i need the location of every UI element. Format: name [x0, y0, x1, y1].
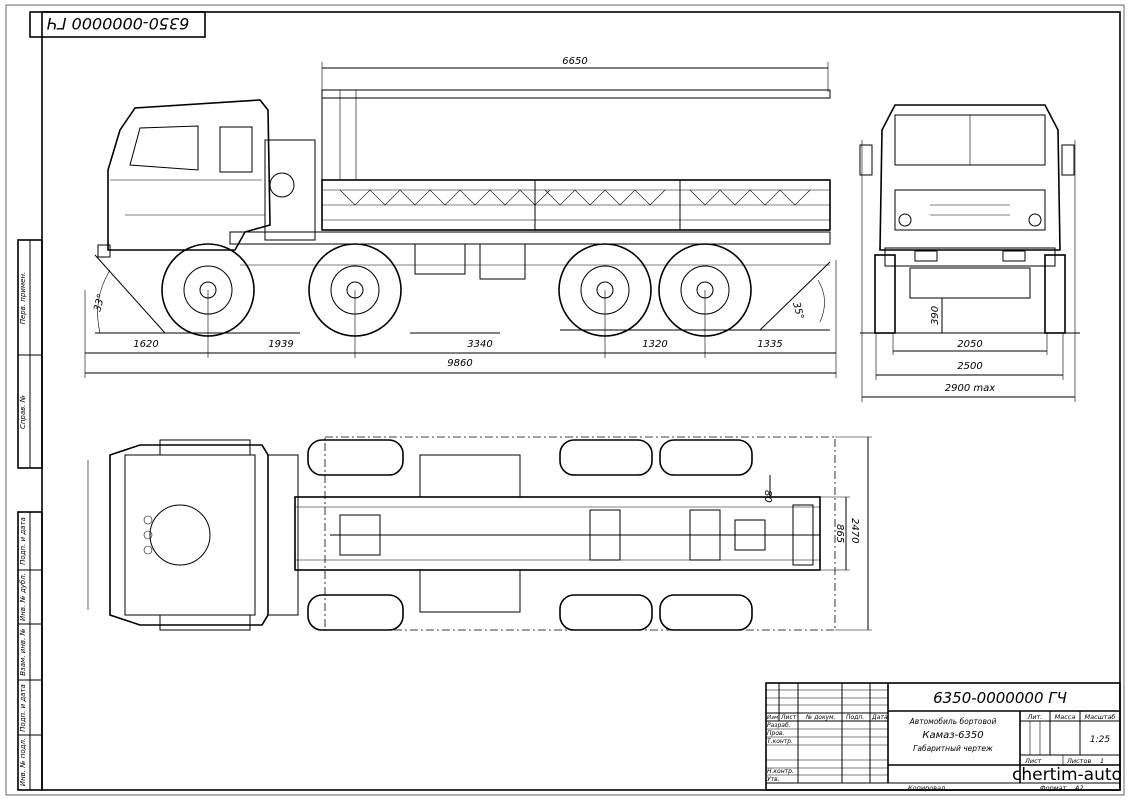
air-filter — [269, 172, 295, 198]
front-tire-right — [1044, 254, 1066, 334]
tires-plan — [159, 439, 753, 631]
sheets-value: 1 — [1100, 757, 1104, 765]
strip-label-dup-inv: Инв. № дубл. — [19, 573, 27, 621]
cab-door-window — [129, 125, 199, 171]
role-checker: Пров. — [767, 730, 785, 737]
header-list: Лист — [780, 714, 797, 721]
name-line-3: Габаритный чертеж — [913, 744, 993, 753]
dim-segment-2: 1939 — [268, 339, 293, 350]
front-view: 390 2050 2500 2900 max — [859, 104, 1080, 402]
tow-hitch — [792, 504, 814, 566]
header-doc-no: № докум. — [805, 714, 836, 721]
format-value: А2 — [1074, 784, 1084, 792]
name-line-2: Камаз-6350 — [922, 730, 983, 741]
dim-segment-5: 1335 — [757, 339, 782, 350]
front-cab-outline — [879, 104, 1061, 251]
front-tire-left — [874, 254, 896, 334]
header-sign: Подп. — [846, 714, 864, 721]
cab-roof — [124, 454, 256, 616]
dim-ground-clearance: 390 — [930, 306, 941, 325]
sheets-label: Листов — [1066, 757, 1091, 765]
role-developer: Разраб. — [767, 722, 791, 729]
dim-width: 2500 — [957, 361, 982, 372]
frame-rail — [229, 231, 831, 245]
fuel-tank-plan — [419, 454, 521, 498]
title-block: Изм. Лист № докум. Подп. Дата Разраб. Пр… — [765, 682, 1122, 792]
front-bumper-view — [884, 247, 1056, 267]
grille — [894, 189, 1046, 231]
role-norm-control: Н.контр. — [767, 768, 794, 775]
roof-hatch — [149, 504, 211, 566]
strip-label-orig-inv: Инв. № подл. — [19, 738, 27, 786]
role-tech-control: Т.контр. — [767, 738, 793, 745]
dimension-chain: 1620 1939 3340 1320 1335 9860 — [84, 260, 837, 378]
cab-plan-outline — [109, 444, 269, 626]
header-izm: Изм. — [767, 715, 780, 721]
strip-label-replace-inv: Взам. инв. № — [19, 628, 27, 676]
stamp-code: 6350-0000000 ГЧ — [47, 14, 190, 33]
cab-rear-window — [219, 126, 253, 173]
designation: 6350-0000000 ГЧ — [933, 689, 1067, 707]
battery-box — [479, 243, 526, 280]
dim-frame-width: 865 — [834, 524, 845, 543]
dimension-6650: 6650 — [321, 56, 829, 92]
scale-label: Масштаб — [1085, 713, 1116, 721]
strip-label-sign-date: Подп. и дата — [19, 517, 27, 565]
dim-segment-4: 1320 — [642, 339, 667, 350]
frame-plan — [294, 496, 821, 571]
dimension-80: 80 — [762, 475, 773, 503]
dim-max-width: 2900 max — [945, 383, 995, 394]
fuel-tank — [414, 243, 466, 275]
approach-angle: 33° — [92, 293, 107, 313]
strip-label-sign-date-2: Подп. и дата — [19, 684, 27, 732]
dim-overall-width: 2470 — [849, 518, 860, 543]
dimension-390: 390 — [930, 298, 943, 333]
copied-label: Копировал — [908, 784, 945, 792]
scale-value: 1:25 — [1090, 735, 1110, 745]
mass-label: Масса — [1055, 713, 1076, 721]
lit-label: Лит. — [1027, 713, 1043, 721]
rotated-stamp: 6350-0000000 ГЧ — [29, 11, 206, 38]
tent-top — [321, 89, 831, 99]
departure-angle: 35° — [790, 301, 805, 321]
dim-overall-length: 9860 — [447, 358, 472, 369]
battery-plan — [419, 569, 521, 613]
dim-segment-1: 1620 — [133, 339, 158, 350]
side-strip: Перв. примен. Справ. № Подп. и дата Инв.… — [17, 239, 43, 791]
dim-segment-3: 3340 — [467, 339, 492, 350]
mirror-left — [859, 144, 873, 176]
header-date: Дата — [871, 714, 888, 721]
role-approved: Утв. — [767, 776, 780, 783]
plan-view: 80 865 2470 — [87, 436, 872, 631]
side-view: 33° 35° 6650 1620 1939 3340 1320 1335 98… — [84, 56, 837, 378]
strip-label-ref-no: Справ. № — [19, 395, 27, 429]
cab-outline — [107, 99, 271, 251]
sheet-outer-border — [5, 4, 1125, 796]
front-bumper — [97, 244, 111, 258]
format-label: Формат — [1040, 784, 1067, 792]
engine-intake — [264, 139, 316, 241]
name-line-1: Автомобиль бортовой — [909, 717, 997, 726]
dim-track-width: 2050 — [957, 339, 982, 350]
organization: chertim-auto — [1012, 765, 1122, 785]
dim-platform-length: 6650 — [562, 56, 587, 67]
mirror-right — [1061, 144, 1075, 176]
dim-offset: 80 — [762, 490, 773, 503]
body-stiffeners — [339, 189, 811, 206]
engine-compartment — [267, 454, 299, 616]
drawing-frame — [41, 11, 1121, 791]
sheet-label: Лист — [1024, 757, 1042, 765]
strip-label-first-use: Перв. примен. — [19, 272, 27, 325]
front-axle — [909, 267, 1031, 299]
